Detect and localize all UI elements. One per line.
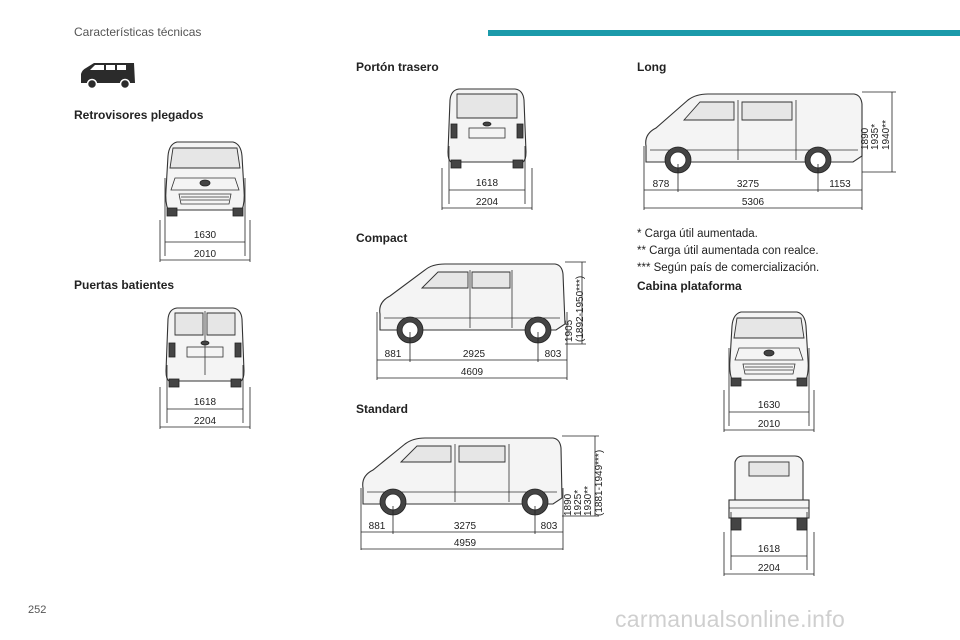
footnote-2: ** Carga útil aumentada con realce. (637, 245, 819, 257)
porton-outer-width: 2204 (476, 197, 499, 208)
page-number: 252 (28, 604, 47, 616)
compact-title: Compact (356, 231, 408, 245)
header-accent-bar (488, 30, 960, 36)
long-rear-overhang: 1153 (829, 179, 851, 190)
side-view-standard: 881 3275 803 4959 1890 1925* 1930** (188… (360, 435, 605, 550)
retrovisores-outer-width: 2010 (194, 249, 217, 260)
cabina-front-inner-width: 1630 (758, 400, 781, 411)
van-icon (81, 63, 135, 90)
porton-title: Portón trasero (356, 60, 439, 74)
footnotes: * Carga útil aumentada. ** Carga útil au… (637, 226, 819, 277)
long-title: Long (637, 60, 667, 74)
long-total-length: 5306 (742, 197, 765, 208)
long-wheelbase: 3275 (737, 179, 760, 190)
long-height-3: 1940** (881, 120, 892, 150)
cabina-rear-inner-width: 1618 (758, 544, 781, 555)
standard-total-length: 4959 (454, 538, 477, 549)
cabina-front-outer-width: 2010 (758, 419, 781, 430)
long-front-overhang: 878 (653, 179, 670, 190)
standard-rear-overhang: 803 (541, 521, 558, 532)
standard-title: Standard (356, 402, 409, 416)
cabina-title: Cabina plataforma (637, 279, 742, 293)
puertas-inner-width: 1618 (194, 397, 217, 408)
side-view-long: 878 3275 1153 5306 1890 1935* 1940** (643, 91, 896, 210)
standard-height-3: 1930** (583, 486, 594, 516)
side-view-compact: 881 2925 803 4609 1905 (1892-1950***) (376, 261, 586, 380)
rear-view-porton: 1618 2204 (441, 88, 533, 210)
long-height-2: 1935* (870, 124, 881, 150)
watermark: carmanualsonline.info (615, 606, 846, 632)
compact-height-1: 1905 (564, 319, 575, 342)
puertas-title: Puertas batientes (74, 278, 175, 292)
compact-wheelbase: 2925 (463, 349, 486, 360)
rear-view-puertas: 1618 2204 (159, 307, 251, 429)
porton-inner-width: 1618 (476, 178, 499, 189)
compact-height-2: (1892-1950***) (575, 276, 586, 342)
rear-view-cabina: 1618 2204 (723, 455, 815, 576)
retrovisores-inner-width: 1630 (194, 230, 217, 241)
long-height-1: 1890 (860, 127, 871, 150)
cabina-rear-outer-width: 2204 (758, 563, 781, 574)
compact-rear-overhang: 803 (545, 349, 562, 360)
footnote-3: *** Según país de comercialización. (637, 262, 820, 274)
standard-front-overhang: 881 (369, 521, 386, 532)
standard-height-4: (1881-1949***) (594, 450, 605, 516)
front-view-cabina: 1630 2010 (723, 311, 815, 432)
compact-front-overhang: 881 (385, 349, 402, 360)
compact-total-length: 4609 (461, 367, 484, 378)
standard-height-2: 1925* (573, 490, 584, 516)
retrovisores-title: Retrovisores plegados (74, 108, 204, 122)
standard-height-1: 1890 (563, 493, 574, 516)
standard-wheelbase: 3275 (454, 521, 477, 532)
front-view-retrovisores: 1630 2010 (159, 141, 251, 262)
footnote-1: * Carga útil aumentada. (637, 228, 758, 240)
puertas-outer-width: 2204 (194, 416, 217, 427)
section-header: Características técnicas (74, 25, 202, 39)
